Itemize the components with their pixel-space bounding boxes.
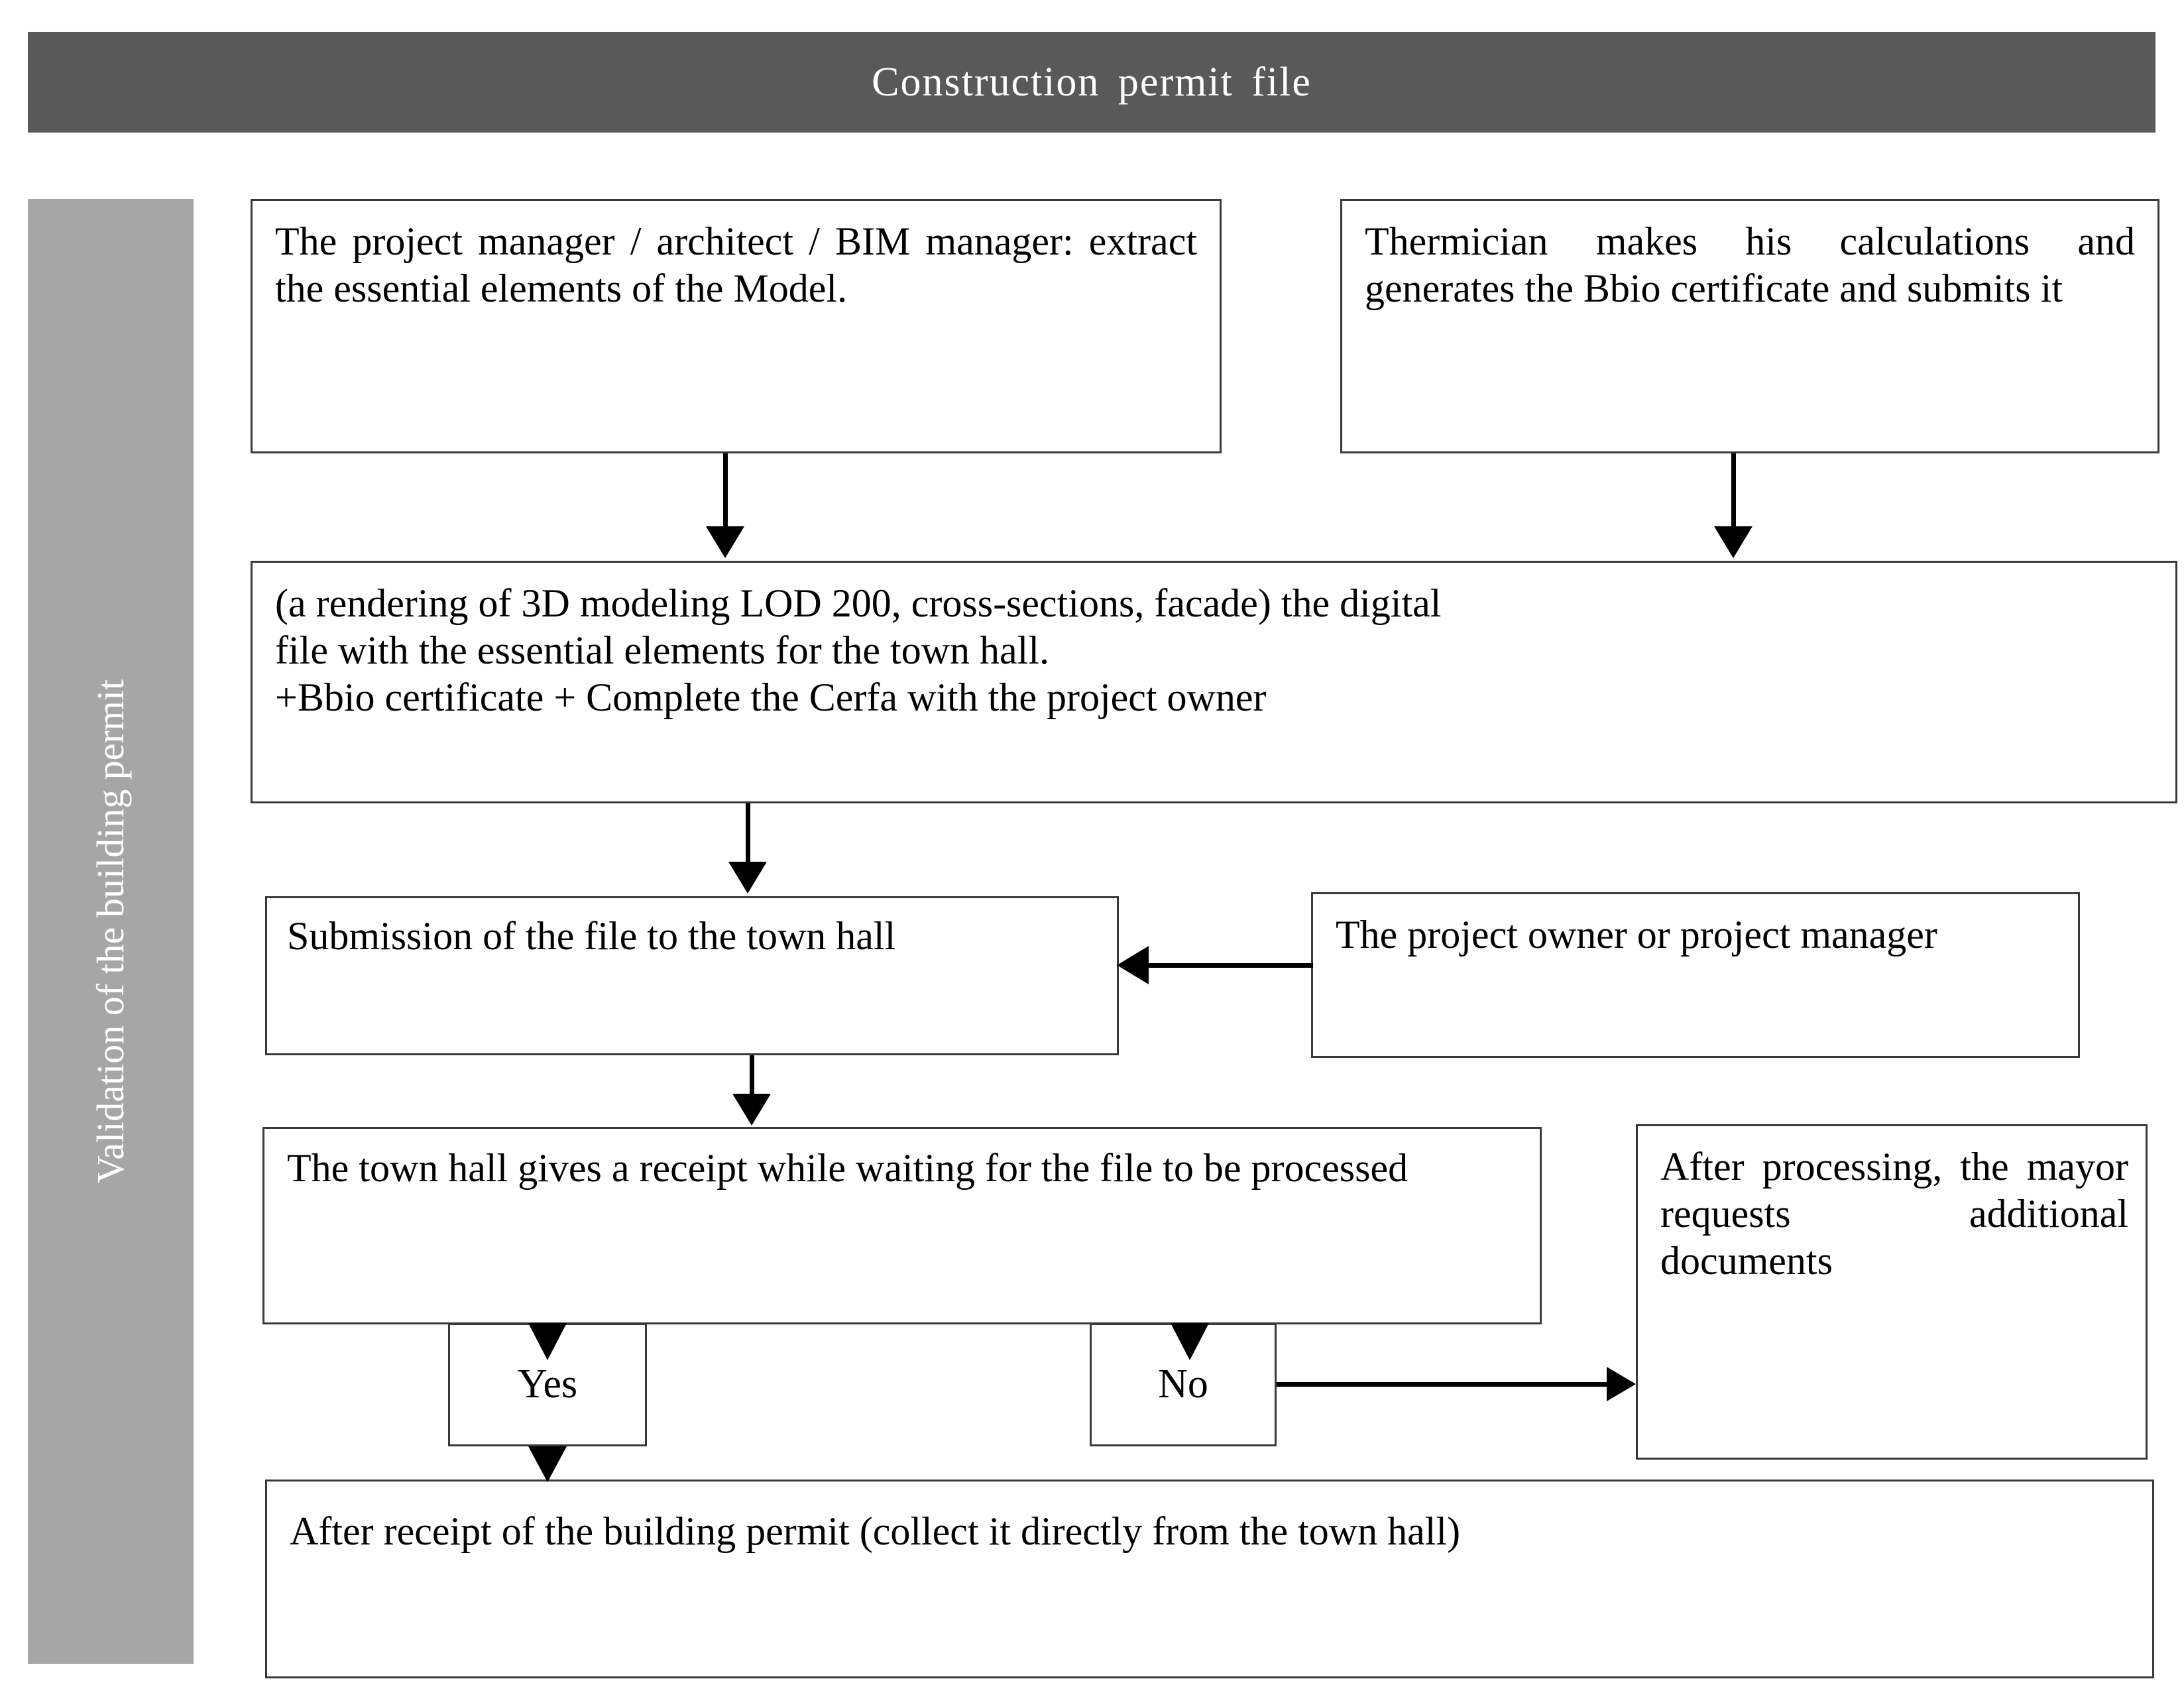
node-receipt-text: The town hall gives a receipt while wait… [287,1146,1408,1190]
swimlane-validation: Validation of the building permit [28,199,194,1664]
node-thermician[interactable]: Thermician makes his calculations and ge… [1340,199,2159,453]
node-submission[interactable]: Submission of the file to the town hall [265,896,1119,1055]
edge-owner-manager-to-submission-arrow [1117,946,1149,984]
edge-project-manager-to-digital-file-arrow [706,526,744,558]
node-yes-label: Yes [517,1362,578,1407]
edge-receipt-to-yes-arrow [528,1323,567,1360]
node-final-text: After receipt of the building permit (co… [290,1509,1461,1553]
node-owner-manager[interactable]: The project owner or project manager [1311,892,2080,1058]
node-after-processing-text: After processing, the mayor requests add… [1660,1145,2128,1283]
swimlane-label: Validation of the building permit [89,679,133,1184]
edge-thermician-to-digital-file-line [1731,453,1736,526]
node-owner-manager-body: The project owner or project manager [1313,894,2078,965]
header-band: Construction permit file [28,32,2155,133]
node-receipt[interactable]: The town hall gives a receipt while wait… [262,1127,1542,1324]
edge-no-to-after-processing-arrow [1607,1367,1636,1401]
edge-receipt-to-no-arrow [1171,1323,1209,1360]
node-thermician-body: Thermician makes his calculations and ge… [1342,201,2157,319]
edge-thermician-to-digital-file-arrow [1714,526,1753,558]
node-yes-body: Yes [450,1325,645,1444]
node-after-processing-body: After processing, the mayor requests add… [1638,1126,2146,1291]
node-project-manager-body: The project manager / architect / BIM ma… [253,201,1220,319]
node-after-processing[interactable]: After processing, the mayor requests add… [1636,1124,2148,1460]
node-digital-file-line-3: +Bbio certificate + Complete the Cerfa w… [275,675,1267,719]
node-digital-file[interactable]: (a rendering of 3D modeling LOD 200, cro… [251,561,2177,803]
node-no-body: No [1092,1325,1275,1444]
node-owner-manager-text: The project owner or project manager [1336,913,1937,957]
node-digital-file-body: (a rendering of 3D modeling LOD 200, cro… [253,563,2175,727]
node-submission-text: Submission of the file to the town hall [287,914,896,958]
edge-project-manager-to-digital-file-line [723,453,728,526]
node-submission-body: Submission of the file to the town hall [267,898,1117,960]
page-title: Construction permit file [872,60,1312,105]
node-project-manager-text: The project manager / architect / BIM ma… [275,219,1197,310]
edge-no-to-after-processing-line [1277,1382,1608,1387]
node-final[interactable]: After receipt of the building permit (co… [265,1480,2154,1678]
edge-digital-file-to-submission-line [746,803,750,862]
edge-submission-to-receipt-arrow [732,1094,771,1126]
edge-submission-to-receipt-line [750,1055,754,1094]
edge-yes-to-final-arrow [528,1446,567,1482]
node-final-body: After receipt of the building permit (co… [267,1482,2152,1562]
edge-digital-file-to-submission-arrow [728,862,767,894]
node-digital-file-line-2: file with the essential elements for the… [275,628,1050,672]
node-no-label: No [1158,1362,1208,1407]
node-thermician-text: Thermician makes his calculations and ge… [1365,219,2135,310]
node-project-manager[interactable]: The project manager / architect / BIM ma… [251,199,1222,453]
edge-owner-manager-to-submission-line [1149,963,1313,968]
node-receipt-body: The town hall gives a receipt while wait… [264,1129,1540,1192]
node-digital-file-line-1: (a rendering of 3D modeling LOD 200, cro… [275,581,1442,625]
